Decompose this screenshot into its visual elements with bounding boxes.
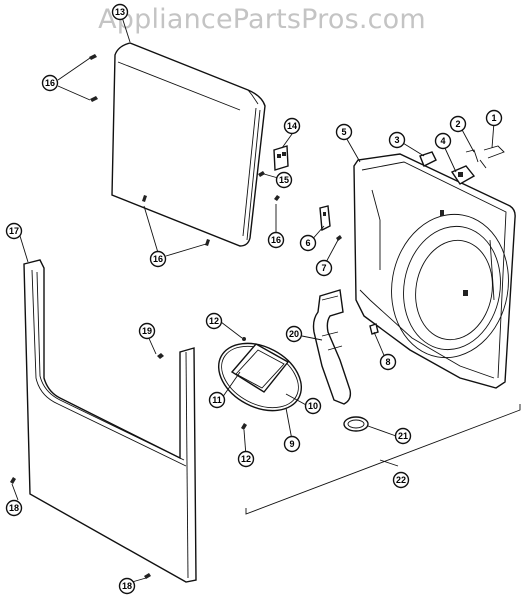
callout-17: 17 <box>5 222 23 240</box>
callout-9-label: 9 <box>289 439 294 449</box>
callout-16b-label: 16 <box>153 254 163 264</box>
callout-18b-label: 18 <box>122 581 132 591</box>
callout-21: 21 <box>394 427 412 445</box>
callout-5-label: 5 <box>341 127 346 137</box>
callout-12b: 12 <box>237 450 255 468</box>
callout-13: 13 <box>111 3 129 21</box>
callout-6: 6 <box>299 234 317 252</box>
callout-2: 2 <box>449 115 467 133</box>
callout-20-label: 20 <box>289 329 299 339</box>
callout-14-label: 14 <box>287 121 297 131</box>
side-bracket <box>319 205 379 335</box>
callout-12a-label: 12 <box>209 316 219 326</box>
callout-11-label: 11 <box>212 395 222 405</box>
callout-8: 8 <box>379 353 397 371</box>
callout-4-label: 4 <box>440 136 445 146</box>
callout-3-label: 3 <box>394 135 399 145</box>
callout-10: 10 <box>304 397 322 415</box>
callout-1-label: 1 <box>491 113 496 123</box>
assembly-bracket-22 <box>245 404 521 515</box>
callout-15: 15 <box>275 171 293 189</box>
callout-16b: 16 <box>149 250 167 268</box>
callout-4: 4 <box>434 132 452 150</box>
screws-16 <box>89 54 280 246</box>
duct-gasket <box>343 416 369 432</box>
front-panel <box>10 259 197 583</box>
callout-2-label: 2 <box>455 119 460 129</box>
hinge-bracket <box>258 145 289 177</box>
exhaust-duct <box>312 289 352 405</box>
callout-7-label: 7 <box>321 263 326 273</box>
callout-13-label: 13 <box>115 7 125 17</box>
door-seal <box>217 337 303 430</box>
callout-21-label: 21 <box>398 431 408 441</box>
callout-16c-label: 16 <box>271 235 281 245</box>
bulkhead <box>353 153 516 389</box>
callout-9: 9 <box>283 435 301 453</box>
callout-16a: 16 <box>41 74 59 92</box>
callout-8-label: 8 <box>385 357 390 367</box>
callout-15-label: 15 <box>279 175 289 185</box>
callout-14: 14 <box>283 117 301 135</box>
callout-18b: 18 <box>118 577 136 595</box>
watermark: AppliancePartsPros.com <box>98 4 426 35</box>
callout-22: 22 <box>392 471 410 489</box>
callout-3: 3 <box>388 131 406 149</box>
callout-16c: 16 <box>267 231 285 249</box>
callout-11: 11 <box>208 391 226 409</box>
callout-12a: 12 <box>205 312 223 330</box>
callout-19: 19 <box>138 322 156 340</box>
callout-18a-label: 18 <box>9 503 19 513</box>
callout-12b-label: 12 <box>241 454 251 464</box>
callout-7: 7 <box>315 259 333 277</box>
callout-1: 1 <box>485 109 503 127</box>
callout-10-label: 10 <box>308 401 318 411</box>
callout-16a-label: 16 <box>45 78 55 88</box>
callout-18a: 18 <box>5 499 23 517</box>
callout-19-label: 19 <box>142 326 152 336</box>
callout-22-label: 22 <box>396 475 406 485</box>
callout-6-label: 6 <box>305 238 310 248</box>
callout-20: 20 <box>285 325 303 343</box>
top-panel <box>111 42 266 247</box>
callout-5: 5 <box>335 123 353 141</box>
callout-17-label: 17 <box>9 226 19 236</box>
